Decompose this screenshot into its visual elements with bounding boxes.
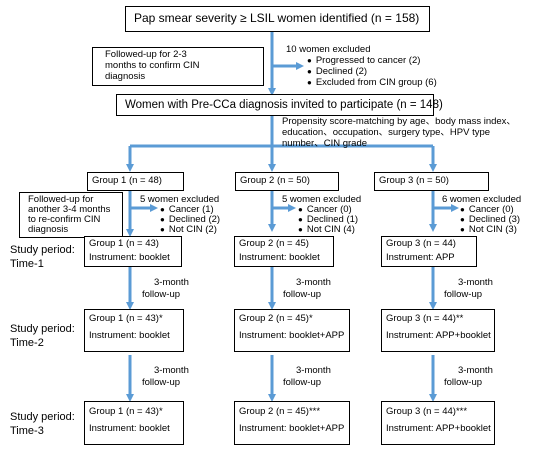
period-2-label-line2: Time-2	[10, 337, 44, 349]
exclusion-1-item: Progressed to cancer (2)	[307, 55, 421, 67]
group-2-time-3-box: Group 2 (n = 45)*** Instrument: booklet+…	[234, 401, 350, 445]
group-3-exclusion-item: Declined (3)	[460, 214, 520, 226]
group-3-exclusion-item: Not CIN (3)	[460, 224, 517, 236]
group-2-time-3-instrument: Instrument: booklet+APP	[239, 423, 345, 434]
group-3-exclusion-item: Cancer (0)	[460, 204, 514, 216]
followup-note-2-line2: another 3-4 months	[28, 204, 111, 215]
group-1-time-2-box: Group 1 (n = 43)* Instrument: booklet	[84, 309, 184, 352]
group-3-time-1-box: Group 3 (n = 44) Instrument: APP	[381, 236, 477, 267]
group-2-exclusion-item: Not CIN (4)	[298, 224, 355, 236]
followup-note-2-line4: diagnosis	[28, 224, 69, 235]
exclusion-1-title: 10 women excluded	[286, 44, 371, 55]
group-1-exclusion-item: Not CIN (2)	[160, 224, 217, 236]
group-1-time-3-instrument: Instrument: booklet	[89, 423, 170, 434]
group-3-time-3-count: Group 3 (n = 44)***	[386, 406, 468, 417]
invited-box: Women with Pre-CCa diagnosis invited to …	[116, 94, 443, 116]
exclusion-1-item: Declined (2)	[307, 66, 367, 78]
group-3-time-1-count: Group 3 (n = 44)	[386, 238, 456, 249]
followup-note-1-line2: months to confirm CIN	[105, 60, 200, 71]
followup-label-g2-b-2: follow-up	[283, 377, 322, 388]
group-2-time-2-count: Group 2 (n = 45)*	[239, 313, 313, 324]
exclusion-1-item: Excluded from CIN group (6)	[307, 77, 437, 89]
period-1-label-line2: Time-1	[10, 258, 44, 270]
followup-label-g2-b-1: 3-month	[296, 365, 331, 376]
group-2-time-1-box: Group 2 (n = 45) Instrument: booklet	[234, 236, 334, 267]
matching-note-line2: education、occupation、surgery type、HPV ty…	[282, 127, 491, 138]
group-2-exclusion-item: Cancer (0)	[298, 204, 352, 216]
group-2-time-3-count: Group 2 (n = 45)***	[239, 406, 321, 417]
followup-note-1-line3: diagnosis	[105, 71, 146, 82]
followup-label-g3-a-1: 3-month	[458, 277, 493, 288]
group-2-time-1-instrument: Instrument: booklet	[239, 252, 320, 263]
identified-text: Pap smear severity ≥ LSIL women identifi…	[134, 11, 420, 25]
group-3-exclusion-title: 6 women excluded	[442, 194, 522, 205]
matching-note-line1: Propensity score-matching by age、body ma…	[282, 116, 516, 127]
followup-label-g1-a-1: 3-month	[154, 277, 189, 288]
group-2-time-2-instrument: Instrument: booklet+APP	[239, 330, 345, 341]
group-2-exclusion-item: Declined (1)	[298, 214, 358, 226]
followup-note-2-line1: Followed-up for	[28, 194, 94, 205]
followup-label-g3-a-2: follow-up	[444, 289, 483, 300]
group-1-time-2-instrument: Instrument: booklet	[89, 330, 170, 341]
group-1-header-text: Group 1 (n = 48)	[92, 175, 162, 186]
invited-text: Women with Pre-CCa diagnosis invited to …	[125, 99, 443, 111]
group-1-exclusion-title: 5 women excluded	[140, 194, 220, 205]
followup-label-g1-a-2: follow-up	[142, 289, 181, 300]
period-2-label-line1: Study period:	[10, 323, 75, 335]
group-3-time-2-count: Group 3 (n = 44)**	[386, 313, 464, 324]
group-3-header-text: Group 3 (n = 50)	[379, 175, 449, 186]
group-3-time-3-box: Group 3 (n = 44)*** Instrument: APP+book…	[381, 401, 495, 445]
group-2-exclusion-title: 5 women excluded	[282, 194, 362, 205]
identified-box: Pap smear severity ≥ LSIL women identifi…	[125, 6, 430, 32]
group-2-header: Group 2 (n = 50)	[235, 172, 339, 191]
group-2-time-2-box: Group 2 (n = 45)* Instrument: booklet+AP…	[234, 309, 350, 352]
group-3-time-2-instrument: Instrument: APP+booklet	[386, 330, 491, 341]
group-1-time-3-box: Group 1 (n = 43)* Instrument: booklet	[84, 401, 184, 445]
followup-label-g3-b-2: follow-up	[444, 377, 483, 388]
group-3-time-2-box: Group 3 (n = 44)** Instrument: APP+bookl…	[381, 309, 495, 352]
group-1-time-3-count: Group 1 (n = 43)*	[89, 406, 163, 417]
group-1-header: Group 1 (n = 48)	[87, 172, 184, 191]
followup-note-1-line1: Followed-up for 2-3	[105, 49, 187, 60]
group-1-time-1-count: Group 1 (n = 43)	[89, 238, 159, 249]
group-3-time-3-instrument: Instrument: APP+booklet	[386, 423, 491, 434]
group-3-header: Group 3 (n = 50)	[374, 172, 489, 191]
followup-label-g3-b-1: 3-month	[458, 365, 493, 376]
group-1-exclusion-item: Declined (2)	[160, 214, 220, 226]
followup-note-2-line3: to re-confirm CIN	[28, 214, 101, 225]
group-2-time-1-count: Group 2 (n = 45)	[239, 238, 309, 249]
followup-label-g2-a-2: follow-up	[283, 289, 322, 300]
group-1-time-1-box: Group 1 (n = 43) Instrument: booklet	[84, 236, 182, 267]
group-1-time-2-count: Group 1 (n = 43)*	[89, 313, 163, 324]
followup-label-g1-b-1: 3-month	[154, 365, 189, 376]
group-2-header-text: Group 2 (n = 50)	[240, 175, 310, 186]
period-1-label-line1: Study period:	[10, 244, 75, 256]
followup-label-g2-a-1: 3-month	[296, 277, 331, 288]
group-1-time-1-instrument: Instrument: booklet	[89, 252, 170, 263]
group-3-time-1-instrument: Instrument: APP	[386, 252, 455, 263]
group-1-exclusion-item: Cancer (1)	[160, 204, 214, 216]
followup-label-g1-b-2: follow-up	[142, 377, 181, 388]
period-3-label-line1: Study period:	[10, 411, 75, 423]
followup-note-1: Followed-up for 2-3 months to confirm CI…	[92, 47, 264, 86]
period-3-label-line2: Time-3	[10, 425, 44, 437]
followup-note-2: Followed-up for another 3-4 months to re…	[19, 192, 123, 238]
matching-note-line3: number、CIN grade	[282, 138, 368, 149]
